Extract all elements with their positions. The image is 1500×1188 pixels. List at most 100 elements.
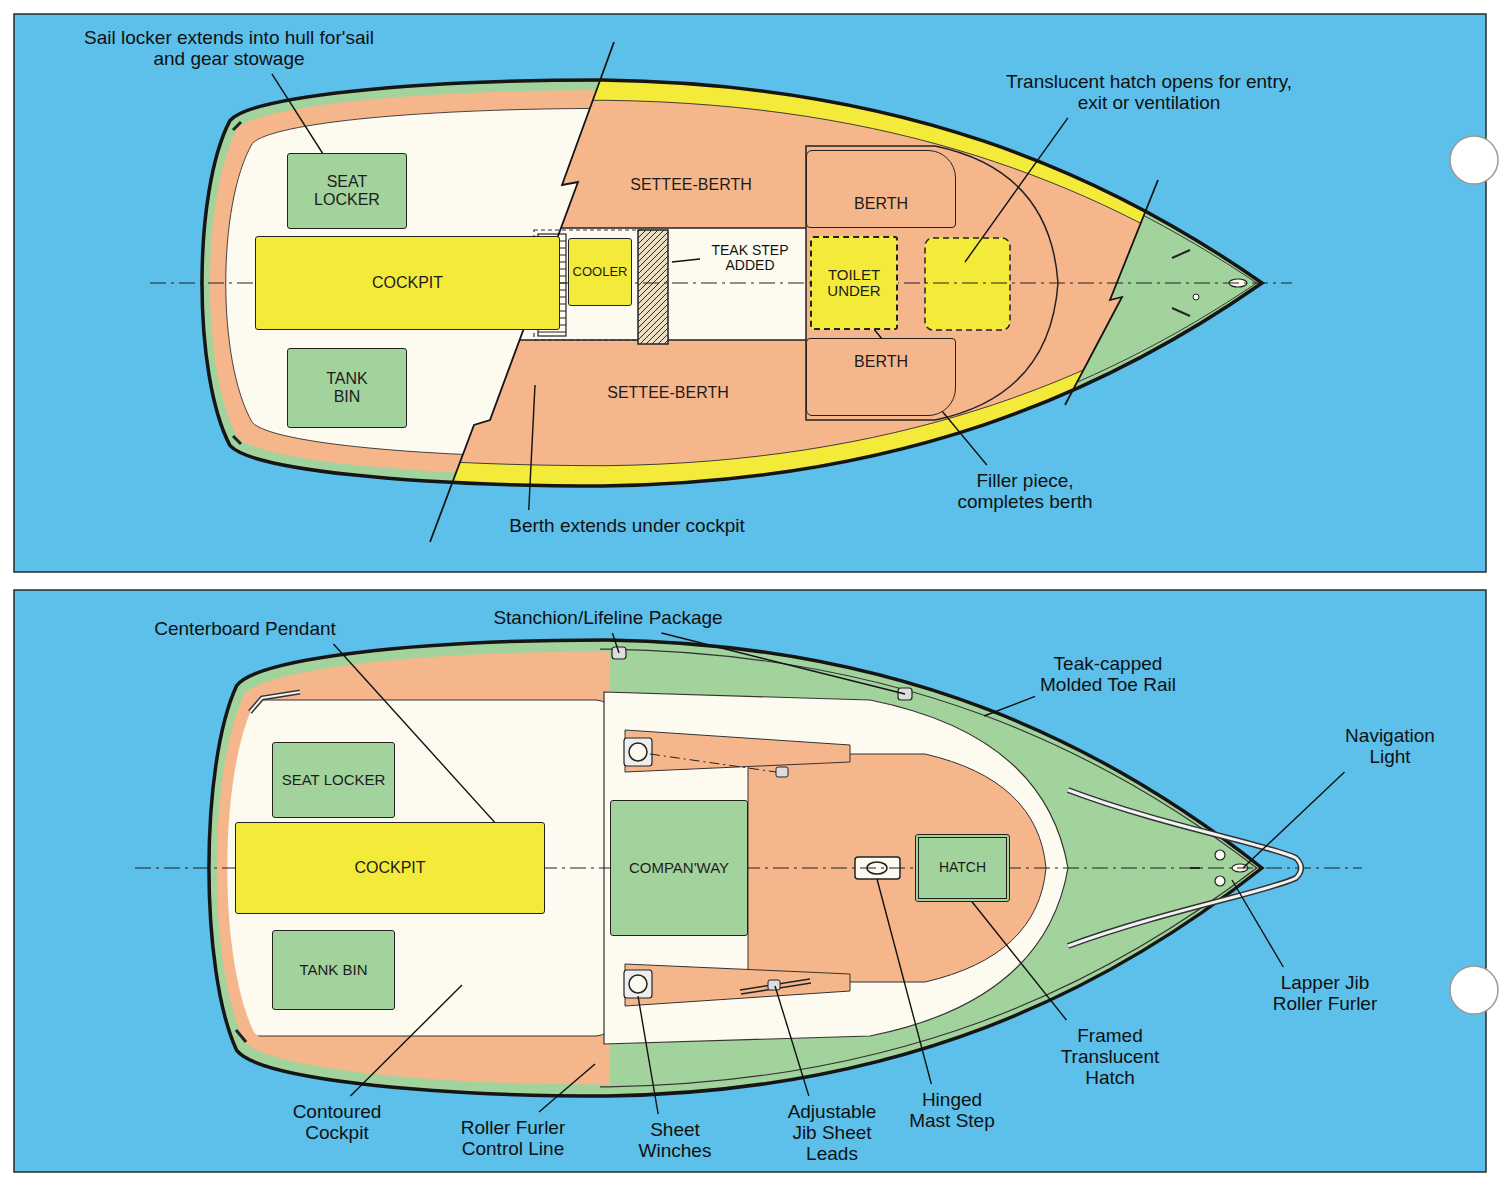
leader-line	[612, 633, 619, 653]
berth-area: BERTH	[806, 338, 956, 416]
binder-hole	[1450, 136, 1498, 184]
node-text-block: COCKPIT	[244, 859, 536, 877]
sheet-winch	[629, 975, 647, 993]
bow-fittings	[1172, 308, 1190, 316]
node-text-block: TANK BIN	[318, 370, 376, 405]
panel-background	[14, 590, 1486, 1172]
callout-label: Teak-capped Molded Toe Rail	[1040, 653, 1176, 695]
callout-box: Filler piece, completes berth	[940, 471, 1110, 513]
sheet-winch	[624, 970, 652, 998]
hull-top-view	[150, 42, 1292, 542]
node-text-block: COCKPIT	[264, 274, 551, 292]
node-label: TOILET UNDER	[818, 267, 890, 300]
translucent-hatch	[925, 238, 1010, 330]
leader-line	[529, 385, 535, 510]
leader-line	[661, 633, 905, 694]
callout-label: Roller Furler Control Line	[461, 1117, 566, 1159]
callout-box: Contoured Cockpit	[287, 1102, 387, 1144]
node-text-block: SEAT LOCKER	[302, 173, 392, 208]
leader-line	[965, 893, 1066, 1020]
callout-label: Berth extends under cockpit	[509, 515, 745, 536]
sheet-winch	[629, 743, 647, 761]
node-text-block: SETTEE-BERTH	[602, 176, 780, 194]
node-text-block: TANK BIN	[278, 962, 389, 979]
node-label: SEAT LOCKER	[302, 173, 392, 208]
node-label: HATCH	[924, 860, 1001, 875]
leader-line	[638, 996, 658, 1114]
node-text-block: SETTEE-BERTH	[579, 384, 757, 402]
hull-deck-view	[135, 640, 1362, 1096]
callout-label: Sail locker extends into hull for'sail a…	[84, 27, 374, 69]
callout-label: Hinged Mast Step	[909, 1089, 995, 1131]
cutaway-line	[1065, 180, 1158, 405]
locker-box: SEAT LOCKER	[287, 153, 407, 229]
panel-background	[14, 14, 1486, 572]
locker-box: SEAT LOCKER	[272, 742, 395, 818]
node-text-block: COMPAN'WAY	[617, 860, 741, 877]
leader-line	[984, 696, 1035, 716]
callout-label: Adjustable Jib Sheet Leads	[788, 1101, 877, 1164]
callout-box: Berth extends under cockpit	[477, 516, 777, 537]
callout-box: Adjustable Jib Sheet Leads	[782, 1102, 882, 1165]
cockpit-area: COCKPIT	[255, 236, 560, 330]
teak-step	[638, 230, 668, 344]
sheet-winch	[624, 738, 652, 766]
callout-label: TEAK STEP ADDED	[711, 242, 788, 273]
bow-pulpit	[1068, 790, 1301, 946]
callout-label: Navigation Light	[1345, 725, 1435, 767]
settee-berth-area: SETTEE-BERTH	[598, 165, 784, 205]
side-deck	[625, 730, 850, 772]
bow-pulpit	[1068, 790, 1301, 946]
callout-box: Hinged Mast Step	[903, 1090, 1001, 1132]
callout-label: Lapper Jib Roller Furler	[1273, 972, 1378, 1014]
hull-outline	[209, 640, 1262, 1096]
side-deck	[625, 964, 850, 1006]
callout-box: Teak-capped Molded Toe Rail	[1028, 654, 1188, 696]
teak-step	[638, 230, 668, 344]
leader-line	[877, 879, 931, 1084]
callout-label: Contoured Cockpit	[293, 1101, 382, 1143]
binder-hole	[1450, 966, 1498, 1014]
stern-fitting	[233, 122, 241, 444]
cooler-box: COOLER	[568, 238, 632, 306]
callout-box: Translucent hatch opens for entry, exit …	[1004, 72, 1294, 114]
node-label: COCKPIT	[264, 274, 551, 292]
node-label: TANK BIN	[278, 962, 389, 979]
leader-line	[1232, 880, 1283, 967]
node-label: SETTEE-BERTH	[579, 384, 757, 402]
cockpit-area: COCKPIT	[235, 822, 545, 914]
bow-fittings	[1193, 294, 1199, 300]
callout-box: Stanchion/Lifeline Package	[468, 608, 748, 629]
node-label: COMPAN'WAY	[617, 860, 741, 877]
jib-sheet-lead	[776, 767, 788, 777]
tank-bin-box: TANK BIN	[287, 348, 407, 428]
bow-fittings	[1172, 250, 1190, 258]
node-label: COOLER	[572, 265, 628, 279]
berth-area: BERTH	[806, 150, 956, 228]
node-text-block: HATCH	[924, 860, 1001, 875]
callout-label: Translucent hatch opens for entry, exit …	[1006, 71, 1292, 113]
hull-outline	[202, 80, 1262, 486]
settee-berth-area: SETTEE-BERTH	[575, 373, 761, 413]
binder-hole	[1450, 136, 1498, 1014]
node-label: COCKPIT	[244, 859, 536, 877]
node-label: TANK BIN	[318, 370, 376, 405]
node-text-block: BERTH	[813, 353, 949, 371]
stern-pulpit	[250, 692, 300, 712]
node-text-block: SEAT LOCKER	[278, 772, 389, 789]
jib-sheet-lead	[768, 980, 780, 990]
toilet-box: TOILET UNDER	[810, 236, 898, 330]
hatch-box: HATCH	[915, 834, 1010, 902]
callout-label: Centerboard Pendant	[154, 618, 336, 639]
leader-line	[539, 1064, 595, 1112]
node-label: BERTH	[813, 195, 949, 213]
bow-fittings	[1215, 876, 1225, 886]
node-label: SETTEE-BERTH	[602, 176, 780, 194]
bow-fittings	[1215, 850, 1225, 860]
tank-bin-box: TANK BIN	[272, 930, 395, 1010]
callout-box: Centerboard Pendant	[125, 619, 365, 640]
callout-box: TEAK STEP ADDED	[700, 243, 800, 274]
callout-label: Framed Translucent Hatch	[1061, 1025, 1160, 1088]
callout-box: Navigation Light	[1330, 726, 1450, 768]
stern-pulpit	[250, 692, 300, 712]
